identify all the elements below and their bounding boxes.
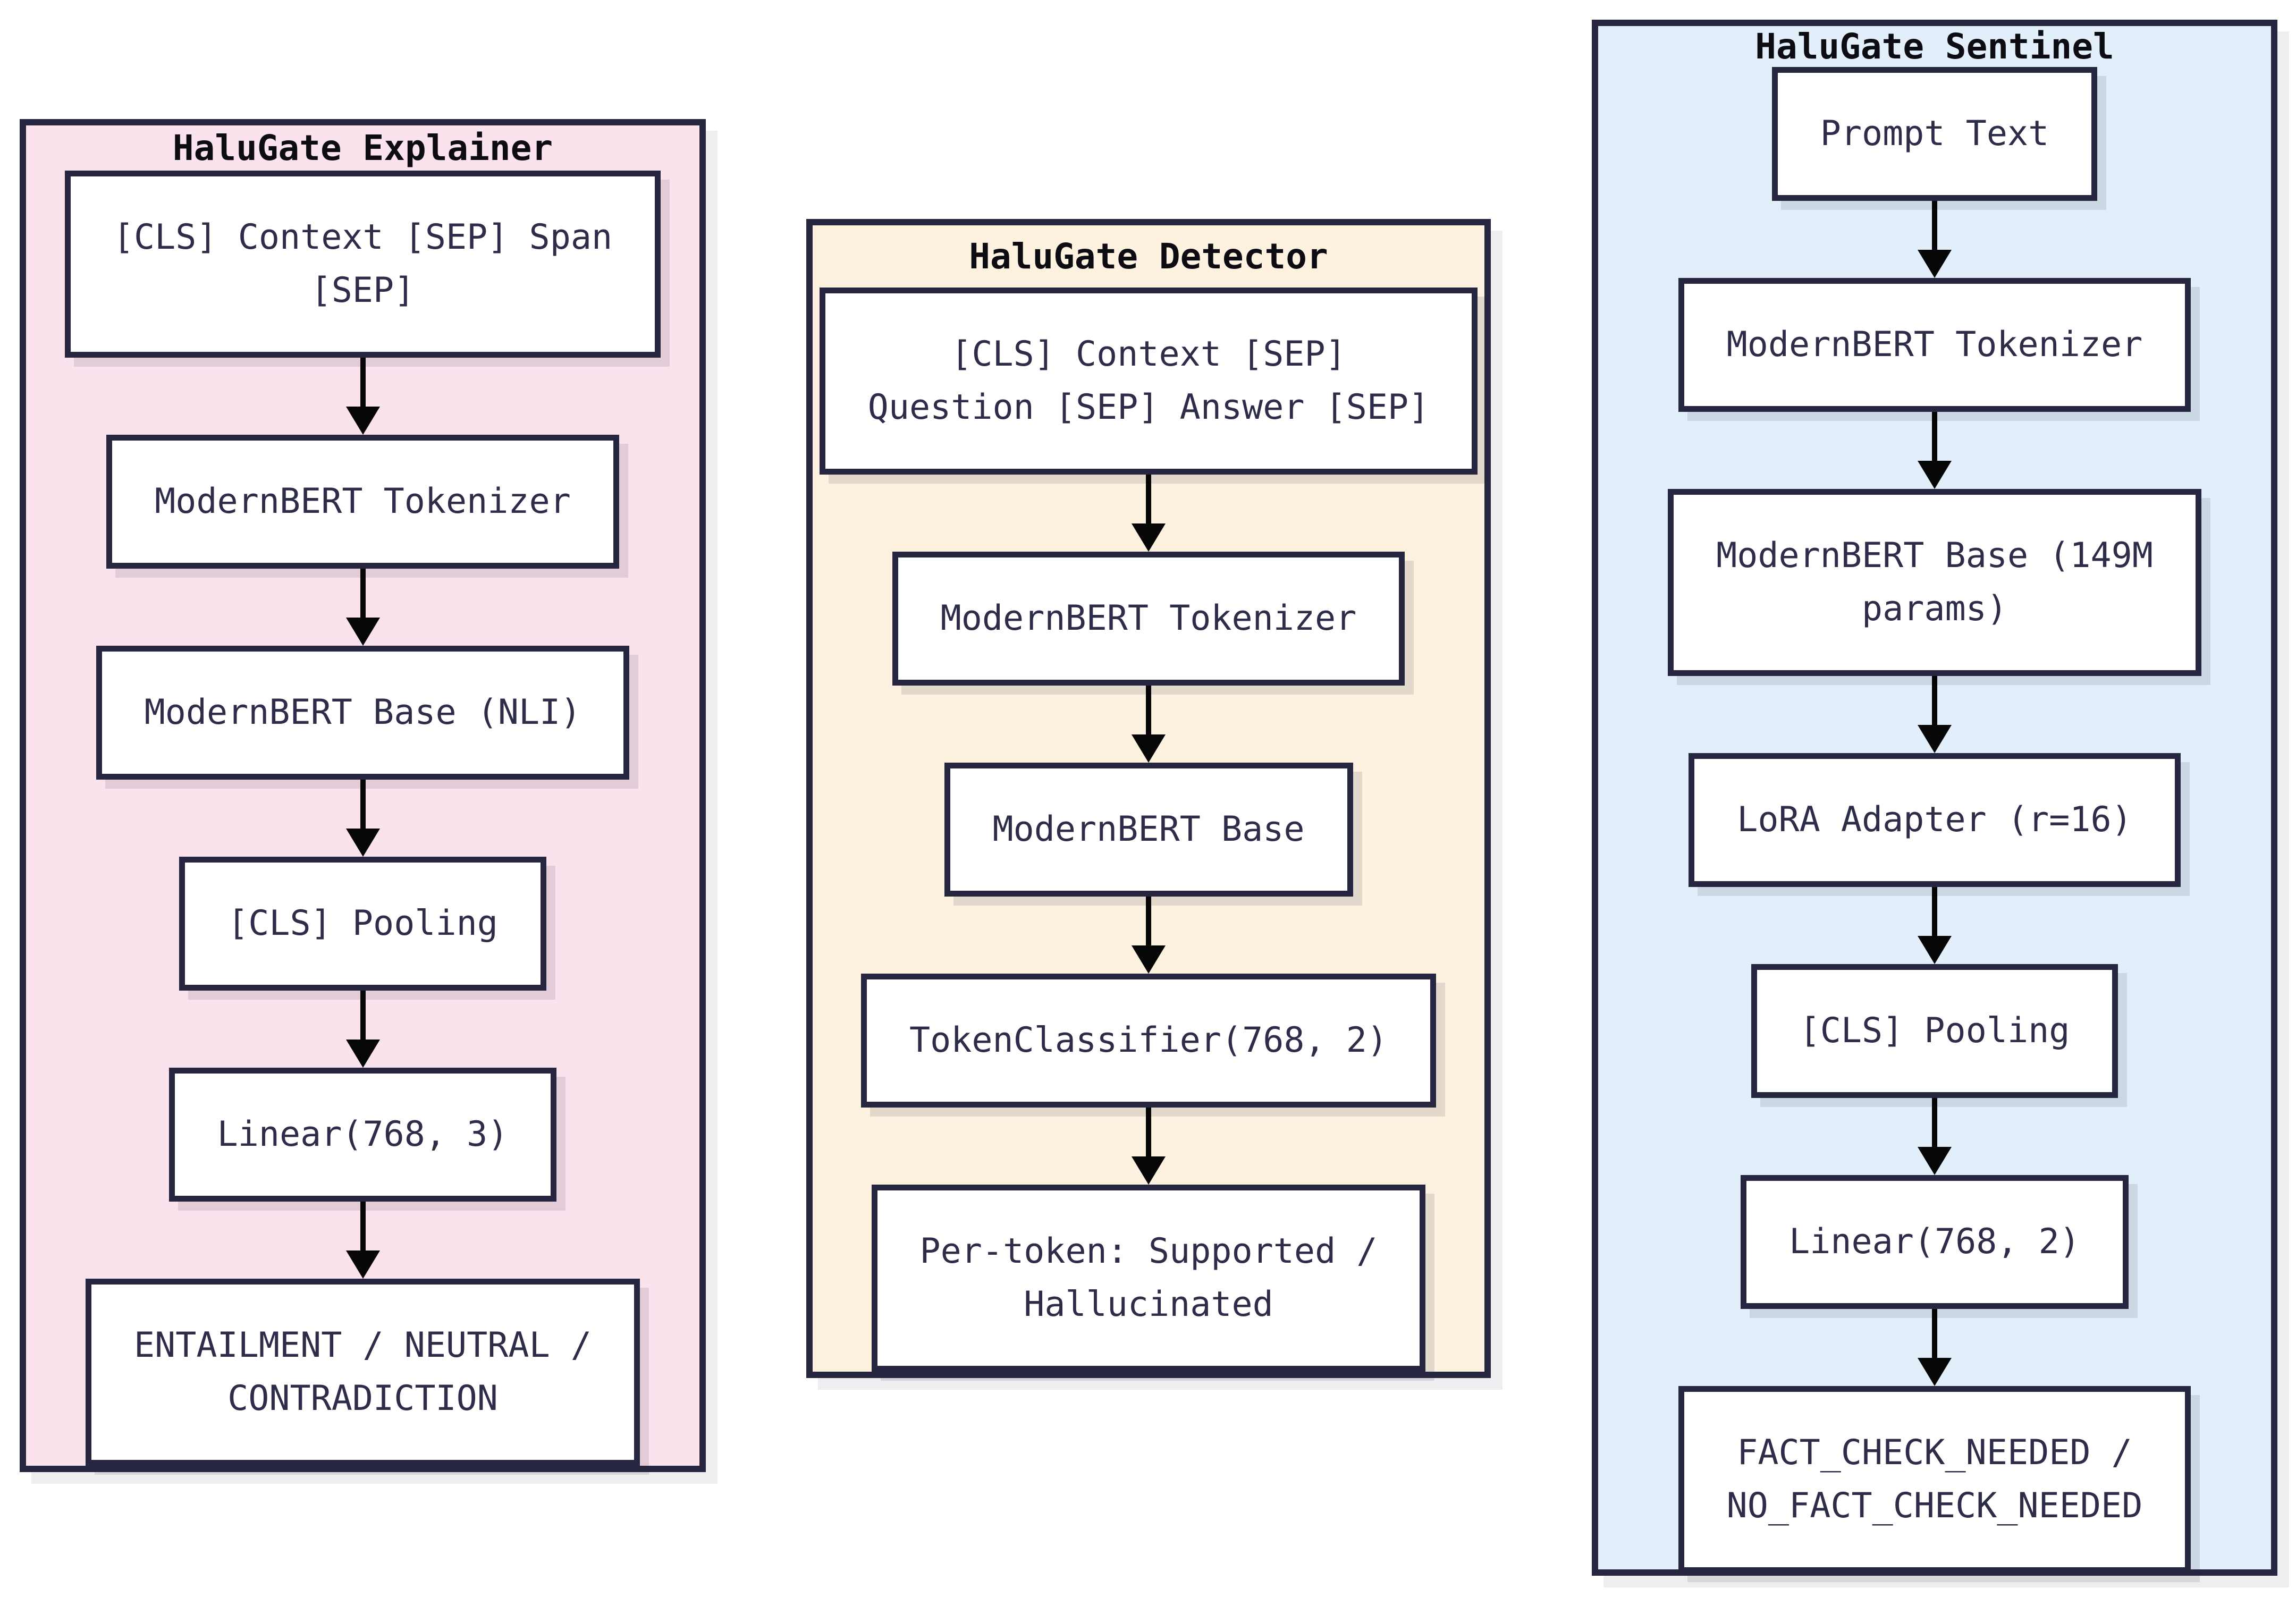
arrow-stem [360,358,366,407]
arrow-down-icon [345,569,380,646]
arrow-stem [360,991,366,1040]
arrow-stem [1932,887,1937,936]
arrow-stem [360,569,366,618]
arrow-stem [1146,897,1151,945]
arrow-down-icon [1132,475,1166,552]
flow-node: Linear(768, 2) [1741,1175,2129,1309]
flow-node: ENTAILMENT / NEUTRAL / CONTRADICTION [86,1279,640,1466]
flow-node: ModernBERT Base (149M params) [1668,489,2201,676]
arrow-head [1132,734,1166,763]
arrow-down-icon [1918,412,1952,489]
arrow-stem [1146,1108,1151,1156]
arrow-head [345,1040,380,1068]
arrow-stem [360,780,366,829]
panel-detector: HaluGate Detector [CLS] Context [SEP] Qu… [806,219,1491,1378]
arrow-head [345,618,380,646]
flow-node: [CLS] Pooling [1751,964,2118,1098]
flow-node: [CLS] Pooling [179,857,546,991]
arrow-head [1918,936,1952,964]
flow-node: [CLS] Context [SEP] Span [SEP] [64,171,661,358]
arrow-stem [1932,1309,1937,1358]
arrow-stem [360,1202,366,1250]
flow-column: [CLS] Context [SEP] Question [SEP] Answe… [813,288,1484,1372]
arrow-head [345,407,380,435]
panel-title: HaluGate Detector [969,236,1328,277]
flow-node: LoRA Adapter (r=16) [1689,753,2181,887]
arrow-head [1918,1358,1952,1386]
arrow-head [1132,523,1166,552]
arrow-down-icon [1132,1108,1166,1185]
arrow-down-icon [1918,887,1952,964]
flow-node: TokenClassifier(768, 2) [860,974,1437,1108]
arrow-stem [1146,475,1151,523]
flow-node: ModernBERT Base [944,763,1353,897]
arrow-down-icon [345,780,380,857]
arrow-stem [1146,686,1151,734]
arrow-head [1918,461,1952,489]
arrow-head [345,829,380,857]
arrow-down-icon [1918,1309,1952,1386]
flow-node: [CLS] Context [SEP] Question [SEP] Answe… [819,288,1478,475]
arrow-head [1132,945,1166,974]
arrow-head [1132,1156,1166,1185]
arrow-stem [1932,201,1937,250]
arrow-head [1918,1147,1952,1175]
panel-explainer: HaluGate Explainer [CLS] Context [SEP] S… [20,119,706,1472]
flow-node: ModernBERT Tokenizer [1678,278,2191,412]
arrow-down-icon [1132,686,1166,763]
flow-node: ModernBERT Tokenizer [106,435,619,569]
flow-node: ModernBERT Tokenizer [892,552,1405,686]
arrow-down-icon [345,1202,380,1279]
arrow-down-icon [345,358,380,435]
flow-node: Prompt Text [1771,67,2098,201]
arrow-down-icon [1132,897,1166,974]
arrow-head [1918,250,1952,278]
flow-node: FACT_CHECK_NEEDED / NO_FACT_CHECK_NEEDED [1678,1386,2191,1573]
flow-node: Linear(768, 3) [168,1068,557,1202]
arrow-head [345,1250,380,1279]
arrow-down-icon [1918,1098,1952,1175]
arrow-stem [1932,1098,1937,1147]
arrow-down-icon [345,991,380,1068]
panel-title: HaluGate Explainer [172,128,553,168]
flow-node: ModernBERT Base (NLI) [96,646,630,780]
flow-column: [CLS] Context [SEP] Span [SEP] ModernBERT… [26,171,699,1466]
arrow-down-icon [1918,201,1952,278]
panel-title: HaluGate Sentinel [1755,26,2114,67]
arrow-head [1918,725,1952,753]
arrow-stem [1932,676,1937,725]
arrow-down-icon [1918,676,1952,753]
arrow-stem [1932,412,1937,461]
flow-node: Per-token: Supported / Hallucinated [871,1185,1426,1372]
